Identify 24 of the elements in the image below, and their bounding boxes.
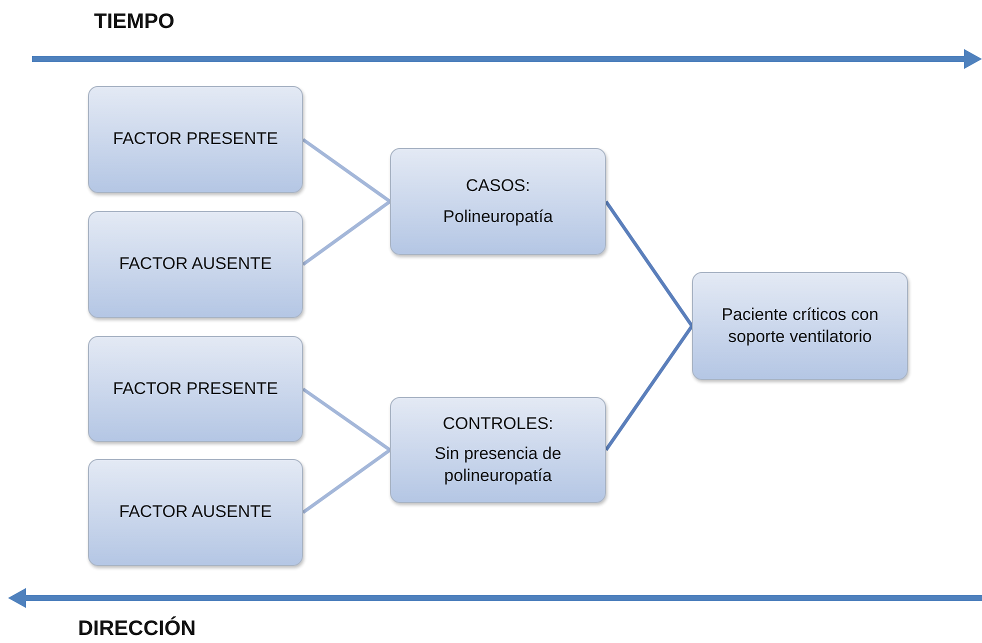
axis-label: TIEMPO (94, 10, 175, 34)
connector-line (302, 448, 392, 514)
connector-line (302, 388, 391, 452)
process-box (390, 397, 606, 503)
box-text: FACTOR PRESENTE (113, 128, 278, 150)
connector-line (604, 200, 694, 327)
connector-line (302, 138, 392, 203)
box-heading: CASOS: (466, 175, 530, 198)
connector-line (302, 200, 392, 266)
box-heading: CONTROLES: (442, 412, 554, 435)
process-box (88, 459, 303, 566)
box-text: Polineuropatía (443, 206, 553, 228)
box-text: FACTOR AUSENTE (119, 253, 272, 276)
process-box (88, 86, 303, 193)
process-box (88, 211, 303, 318)
box-text: Sin presencia de polineuropatía (434, 442, 562, 488)
process-box (692, 272, 908, 380)
axis-label: DIRECCIÓN (78, 617, 196, 641)
connector-line (604, 325, 694, 451)
process-box (88, 336, 303, 442)
box-text: FACTOR PRESENTE (113, 378, 278, 400)
box-text: Paciente críticos con soporte ventilatorio (720, 304, 880, 348)
box-text: FACTOR AUSENTE (119, 501, 272, 524)
process-box (390, 148, 606, 255)
